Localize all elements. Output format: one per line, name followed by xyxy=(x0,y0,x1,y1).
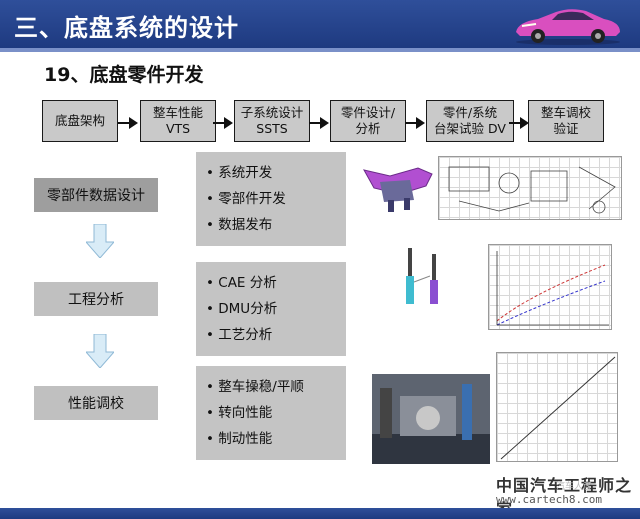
flow-step-label: 零件/系统 xyxy=(442,105,498,120)
bullet-item: 数据发布 xyxy=(206,212,346,238)
flow-step-label: 分析 xyxy=(355,121,381,136)
footer-bar xyxy=(0,508,640,519)
flow-step-ssts: 子系统设计 SSTS xyxy=(234,100,310,142)
bullet-item: 制动性能 xyxy=(206,426,346,452)
flow-arrow-icon xyxy=(213,117,233,129)
bullet-item: 工艺分析 xyxy=(206,322,346,348)
stage-label: 零部件数据设计 xyxy=(47,188,145,204)
flow-step-label: 零件设计/ xyxy=(340,105,396,120)
test-rig-photo xyxy=(372,374,490,464)
car-logo-icon xyxy=(516,9,620,45)
calibration-chart-image xyxy=(496,352,618,462)
bullet-item: 零部件开发 xyxy=(206,186,346,212)
bullet-item: DMU分析 xyxy=(206,296,346,322)
stage-performance-tuning: 性能调校 xyxy=(34,386,158,420)
bullet-item: 系统开发 xyxy=(206,160,346,186)
flow-arrow-icon xyxy=(309,117,329,129)
test-curve-chart-image xyxy=(488,244,612,330)
flow-step-label: 底盘架构 xyxy=(54,113,105,128)
flow-step-label: 验证 xyxy=(553,121,579,136)
flow-step-label: 整车调校 xyxy=(540,105,591,120)
flow-step-label: VTS xyxy=(165,121,191,136)
watermark-url: www.cartech8.com xyxy=(496,493,602,506)
flow-step-label: 子系统设计 xyxy=(240,105,304,120)
down-arrow-icon xyxy=(86,224,114,258)
watermark-sub: 汽车人彦 xyxy=(556,482,593,492)
strut-image xyxy=(406,248,438,304)
subframe-image xyxy=(363,167,433,212)
stage-label: 工程分析 xyxy=(68,292,124,308)
header-stripe xyxy=(0,48,640,52)
flow-arrow-icon xyxy=(405,117,425,129)
flow-step-label: SSTS xyxy=(256,121,288,136)
flow-step-label: 台架试验 DV xyxy=(434,121,506,136)
stage-part-data-design: 零部件数据设计 xyxy=(34,178,158,212)
flow-arrow-icon xyxy=(118,117,138,129)
flow-step-chassis-architecture: 底盘架构 xyxy=(42,100,118,142)
flow-step-vehicle-tuning: 整车调校 验证 xyxy=(528,100,604,142)
slide-title: 三、底盘系统的设计 xyxy=(14,14,239,42)
stage-label: 性能调校 xyxy=(68,396,124,412)
down-arrow-icon xyxy=(86,334,114,368)
flow-step-vts: 整车性能 VTS xyxy=(140,100,216,142)
flow-step-part-design: 零件设计/ 分析 xyxy=(330,100,406,142)
flow-arrow-icon xyxy=(509,117,529,129)
flow-step-bench-test: 零件/系统 台架试验 DV xyxy=(426,100,514,142)
bullet-box-design: 系统开发 零部件开发 数据发布 xyxy=(196,152,346,246)
drawing-sheet-image xyxy=(438,156,622,220)
bullet-item: CAE 分析 xyxy=(206,270,346,296)
stage-engineering-analysis: 工程分析 xyxy=(34,282,158,316)
bullet-item: 整车操稳/平顺 xyxy=(206,374,346,400)
section-title: 19、底盘零件开发 xyxy=(44,64,204,86)
bullet-box-tuning: 整车操稳/平顺 转向性能 制动性能 xyxy=(196,366,346,460)
bullet-box-analysis: CAE 分析 DMU分析 工艺分析 xyxy=(196,262,346,356)
flow-step-label: 整车性能 xyxy=(152,105,203,120)
bullet-item: 转向性能 xyxy=(206,400,346,426)
